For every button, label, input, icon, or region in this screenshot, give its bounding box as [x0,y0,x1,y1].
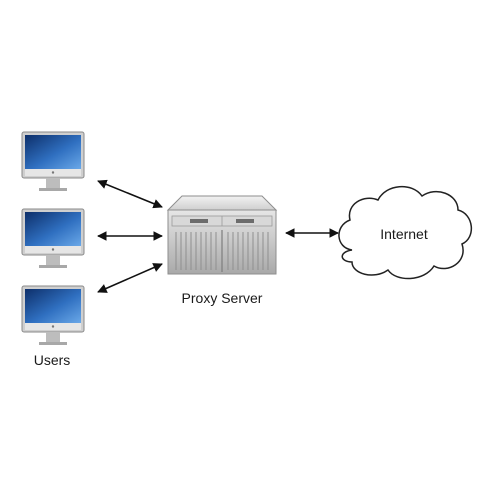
internet-label: Internet [380,226,428,242]
monitor-icon [21,285,85,345]
proxy-server-label: Proxy Server [182,290,263,306]
user-computer-1 [21,131,85,191]
monitor-icon [21,208,85,268]
arrow-user3-server [97,263,163,293]
user-computer-3 [21,285,85,345]
cloud-icon [338,186,472,280]
users-label: Users [34,352,71,368]
monitor-icon [21,131,85,191]
arrow-user1-server [97,179,163,209]
user-computer-2 [21,208,85,268]
server-icon [166,195,278,275]
